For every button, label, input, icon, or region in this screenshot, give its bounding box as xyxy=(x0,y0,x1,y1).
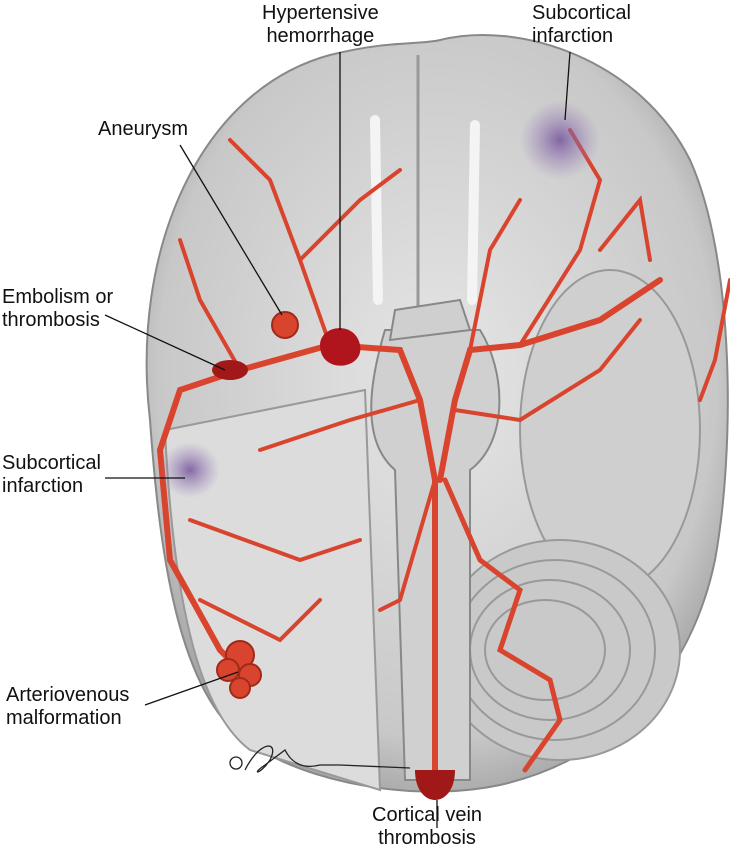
label-subcortical-infarction-left: Subcortical infarction xyxy=(2,452,101,498)
label-line: Hypertensive xyxy=(262,2,379,24)
label-embolism: Embolism or thrombosis xyxy=(2,286,113,332)
leader-lines xyxy=(104,51,571,828)
cut-section xyxy=(163,388,382,792)
label-avm: Arteriovenous malformation xyxy=(6,684,129,730)
infarct-top xyxy=(520,100,600,180)
hemorrhage-mark xyxy=(320,328,361,366)
label-line: Aneurysm xyxy=(98,118,189,140)
label-line: thrombosis xyxy=(2,309,100,331)
label-line: malformation xyxy=(6,707,122,729)
label-line: Subcortical xyxy=(532,2,631,24)
aneurysm-mark xyxy=(271,311,299,339)
label-line: infarction xyxy=(532,25,614,47)
label-line: Embolism or xyxy=(2,286,114,308)
embolism-mark xyxy=(212,360,248,380)
label-subcortical-infarction-top: Subcortical infarction xyxy=(532,2,631,48)
label-cortical-vein-thrombosis: Cortical vein thrombosis xyxy=(372,804,482,850)
signature xyxy=(229,745,411,773)
label-line: hemorrhage xyxy=(266,25,375,47)
label-line: Subcortical xyxy=(2,452,101,474)
infarct-left xyxy=(160,442,220,498)
label-line: infarction xyxy=(2,475,84,497)
label-line: Arteriovenous xyxy=(6,684,130,706)
cerebellum xyxy=(439,539,681,761)
avm-mark xyxy=(216,640,262,699)
label-line: Cortical vein xyxy=(372,804,483,826)
vein-thrombosis-mark xyxy=(415,770,455,800)
label-line: thrombosis xyxy=(378,827,476,849)
label-aneurysm: Aneurysm xyxy=(98,118,188,141)
label-hypertensive-hemorrhage: Hypertensive hemorrhage xyxy=(262,2,379,48)
